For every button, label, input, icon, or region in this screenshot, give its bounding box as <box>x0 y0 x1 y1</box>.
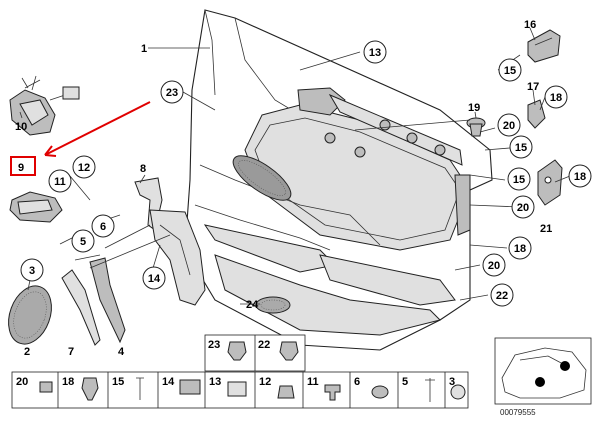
callout-7: 7 <box>68 346 74 358</box>
clip-19 <box>466 117 486 137</box>
legend-3: 3 <box>449 376 455 388</box>
door-trim-panel <box>184 9 493 351</box>
callout-3: 3 <box>29 265 35 277</box>
callout-16: 16 <box>524 19 536 31</box>
callout-15-top: 15 <box>504 65 516 77</box>
callout-20-top: 20 <box>503 120 515 132</box>
bracket-16 <box>527 29 561 63</box>
legend-5: 5 <box>402 376 408 388</box>
callout-18-top: 18 <box>550 92 562 104</box>
callout-5: 5 <box>80 236 86 248</box>
vehicle-locator-inset <box>494 337 592 405</box>
key-23: 23 <box>208 339 220 351</box>
carrier-14 <box>149 209 206 306</box>
callout-10: 10 <box>15 121 27 133</box>
legend-18: 18 <box>62 376 74 388</box>
callout-18-low: 18 <box>514 243 526 255</box>
callout-17: 17 <box>527 81 539 93</box>
callout-15-mid: 15 <box>515 142 527 154</box>
fastener-legend: 20 18 15 14 13 12 11 6 5 3 <box>11 371 469 409</box>
callout-12: 12 <box>78 162 90 174</box>
callout-13: 13 <box>369 47 381 59</box>
speaker-cover-24 <box>255 296 291 314</box>
callout-11: 11 <box>54 176 66 188</box>
leader-lines <box>19 27 571 305</box>
callout-1: 1 <box>141 43 147 55</box>
door-handle-10 <box>9 75 80 136</box>
legend-12: 12 <box>259 376 271 388</box>
callout-2: 2 <box>24 346 30 358</box>
callout-24: 24 <box>246 299 259 311</box>
door-pull-9 <box>9 191 63 223</box>
highlight-arrows <box>44 101 151 157</box>
callout-18-mid: 18 <box>574 171 586 183</box>
trim-strip-4 <box>89 257 126 344</box>
callout-9: 9 <box>18 162 24 174</box>
callout-15-lower: 15 <box>513 174 525 186</box>
callout-23: 23 <box>166 87 178 99</box>
highlight-box-9 <box>10 156 36 176</box>
callout-22: 22 <box>496 290 508 302</box>
legend-11: 11 <box>307 376 319 388</box>
legend-15: 15 <box>112 376 124 388</box>
callout-4: 4 <box>118 346 125 358</box>
legend-20: 20 <box>16 376 28 388</box>
callout-20-low: 20 <box>488 260 500 272</box>
callout-6: 6 <box>100 221 106 233</box>
callout-8: 8 <box>140 163 146 175</box>
legend-6: 6 <box>354 376 360 388</box>
clip-key-box: 23 22 <box>204 334 306 372</box>
callout-20-mid: 20 <box>517 202 529 214</box>
key-22: 22 <box>258 339 270 351</box>
callout-14: 14 <box>148 273 161 285</box>
catalog-number: 00079555 <box>500 408 536 417</box>
callout-21: 21 <box>540 223 552 235</box>
speaker-cover-2 <box>8 285 52 345</box>
trim-strip-7 <box>61 269 101 346</box>
callout-19: 19 <box>468 102 480 114</box>
circled-callouts <box>20 40 592 307</box>
legend-14: 14 <box>162 376 175 388</box>
bracket-21 <box>537 159 563 206</box>
legend-13: 13 <box>209 376 221 388</box>
